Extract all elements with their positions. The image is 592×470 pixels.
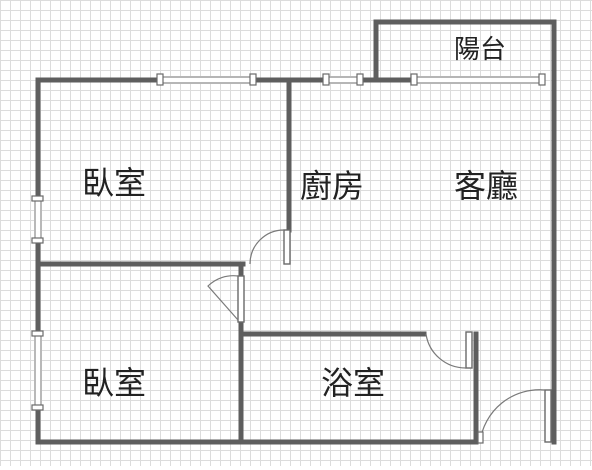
- door-bedroom-2: [207, 275, 245, 323]
- label-balcony: 陽台: [454, 35, 506, 65]
- room-labels: 陽台 臥室 廚房 客廳 臥室 浴室: [82, 35, 518, 402]
- label-bedroom-2: 臥室: [82, 364, 146, 402]
- window-ticks: [31, 73, 546, 411]
- window-bedroom-top: [160, 76, 253, 84]
- window-bedroom-left: [34, 198, 42, 240]
- doors: [207, 229, 552, 444]
- label-bathroom: 浴室: [321, 364, 385, 402]
- window-balcony-slider: [414, 76, 542, 84]
- window-kitchen-top: [326, 76, 360, 84]
- door-bathroom: [425, 331, 473, 369]
- label-kitchen: 廚房: [300, 167, 364, 205]
- door-kitchen: [249, 229, 291, 265]
- windows: [34, 76, 542, 408]
- walls: [35, 19, 557, 445]
- label-bedroom-1: 臥室: [82, 164, 146, 202]
- window-bedroom2-left: [34, 333, 42, 408]
- label-living-room: 客廳: [454, 167, 518, 205]
- wall-balcony: [373, 19, 557, 83]
- door-entrance: [477, 389, 552, 444]
